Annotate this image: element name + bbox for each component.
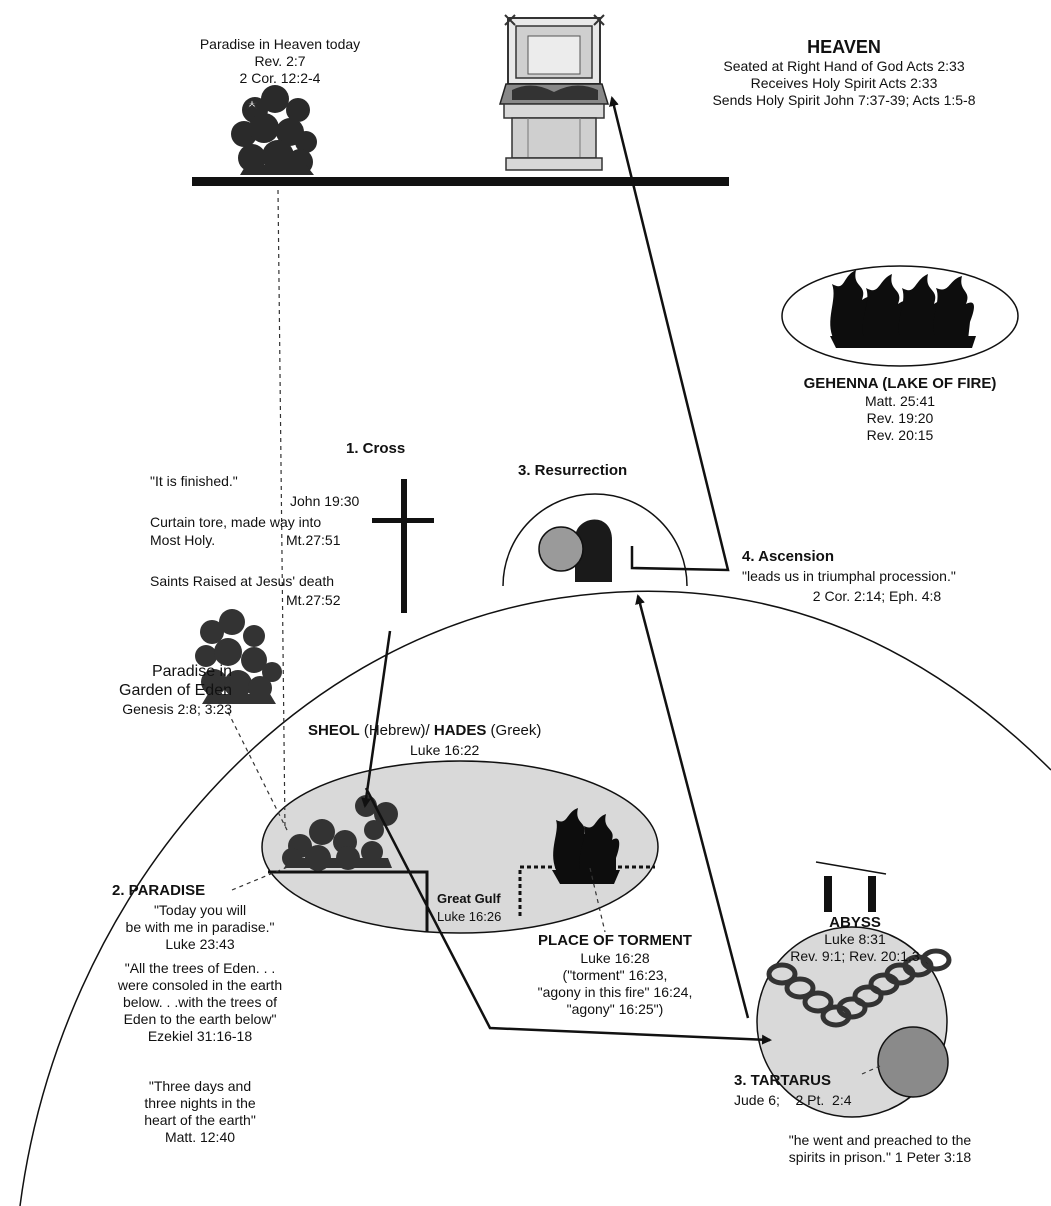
heaven-title: HEAVEN	[648, 36, 1040, 58]
cross-curtain-1: Curtain tore, made way into	[150, 514, 321, 531]
heaven-paradise-line-1: Paradise in Heaven today	[160, 36, 400, 53]
sheol-greek: (Greek)	[486, 722, 541, 739]
gehenna-title: GEHENNA (LAKE OF FIRE)	[770, 375, 1030, 393]
abyss-line-2: Rev. 9:1; Rev. 20:1,3	[762, 948, 948, 965]
abyss-post-right	[868, 876, 876, 912]
gehenna-caption: GEHENNA (LAKE OF FIRE) Matt. 25:41 Rev. …	[770, 375, 1030, 444]
ascension-refs: 2 Cor. 2:14; Eph. 4:8	[742, 588, 1012, 605]
torment-title: PLACE OF TORMENT	[500, 932, 730, 950]
prison-line-2: spirits in prison." 1 Peter 3:18	[740, 1149, 1020, 1166]
prison-quote: "he went and preached to the spirits in …	[740, 1132, 1020, 1166]
three-days-2: three nights in the	[100, 1095, 300, 1112]
abyss-caption: ABYSS Luke 8:31 Rev. 9:1; Rev. 20:1,3	[762, 914, 948, 965]
gehenna-line-3: Rev. 20:15	[770, 427, 1030, 444]
gulf-ref: Luke 16:26	[437, 908, 501, 925]
heaven-paradise-line-3: 2 Cor. 12:2-4	[160, 70, 400, 87]
eden-quote-3: below. . .with the trees of	[100, 994, 300, 1011]
sheol-title: SHEOL (Hebrew)/ HADES (Greek)	[308, 722, 541, 739]
paradise-quote: "Today you will be with me in paradise."…	[100, 902, 300, 953]
heaven-paradise-dotted-line	[278, 190, 285, 830]
heaven-paradise-bush-icon	[231, 85, 317, 175]
heaven-line-2: Receives Holy Spirit Acts 2:33	[648, 75, 1040, 92]
paradise-quote-2: be with me in paradise."	[100, 919, 300, 936]
eden-quote-1: "All the trees of Eden. . .	[100, 960, 300, 977]
heaven-ground-line	[192, 177, 729, 186]
heaven-line-1: Seated at Right Hand of God Acts 2:33	[648, 58, 1040, 75]
three-days-4: Matt. 12:40	[100, 1129, 300, 1146]
sheol-ref: Luke 16:22	[410, 742, 479, 759]
cross-curtain-ref: Mt.27:51	[286, 532, 340, 549]
heaven-block: HEAVEN Seated at Right Hand of God Acts …	[648, 36, 1040, 109]
eden-quote: "All the trees of Eden. . . were console…	[100, 960, 300, 1045]
path-ascension	[612, 98, 728, 570]
cross-post	[401, 479, 407, 613]
abyss-post-left	[824, 876, 832, 912]
eden-quote-2: were consoled in the earth	[100, 977, 300, 994]
cross-title: 1. Cross	[346, 440, 405, 458]
three-days-3: heart of the earth"	[100, 1112, 300, 1129]
cross-finished: "It is finished."	[150, 473, 238, 490]
eden-quote-4: Eden to the earth below"	[100, 1011, 300, 1028]
ascension-block: 4. Ascension	[742, 548, 992, 566]
heaven-paradise-caption: Paradise in Heaven today Rev. 2:7 2 Cor.…	[160, 36, 400, 87]
heaven-line-3: Sends Holy Spirit John 7:37-39; Acts 1:5…	[648, 92, 1040, 109]
heaven-paradise-line-2: Rev. 2:7	[160, 53, 400, 70]
torment-caption: PLACE OF TORMENT Luke 16:28 ("torment" 1…	[500, 932, 730, 1018]
cross-saints-ref: Mt.27:52	[286, 592, 340, 609]
gulf-title: Great Gulf	[437, 890, 501, 907]
paradise-title: 2. PARADISE	[112, 882, 205, 900]
resurrection-title: 3. Resurrection	[518, 462, 627, 480]
tomb-stone	[539, 527, 583, 571]
torment-line-3: "agony in this fire" 16:24,	[500, 984, 730, 1001]
throne-icon	[500, 15, 608, 170]
eden-line-3: Genesis 2:8; 3:23	[60, 700, 232, 719]
gehenna-line-2: Rev. 19:20	[770, 410, 1030, 427]
eden-dotted-line	[228, 712, 288, 832]
gehenna-line-1: Matt. 25:41	[770, 393, 1030, 410]
paradise-quote-1: "Today you will	[100, 902, 300, 919]
torment-line-2: ("torment" 16:23,	[500, 967, 730, 984]
paradise-quote-3: Luke 23:43	[100, 936, 300, 953]
eden-line-1: Paradise in	[60, 662, 232, 681]
ascension-quote: "leads us in triumphal procession."	[742, 568, 956, 585]
sheol-word: SHEOL	[308, 722, 360, 739]
eden-quote-5: Ezekiel 31:16-18	[100, 1028, 300, 1045]
abyss-line-1: Luke 8:31	[762, 931, 948, 948]
hades-word: HADES	[434, 722, 487, 739]
three-days-1: "Three days and	[100, 1078, 300, 1095]
cross-finished-ref: John 19:30	[290, 493, 359, 510]
prison-line-1: "he went and preached to the	[740, 1132, 1020, 1149]
tartarus-stone	[878, 1027, 948, 1097]
tartarus-title: 3. TARTARUS	[734, 1072, 831, 1090]
ascension-title: 4. Ascension	[742, 548, 992, 566]
tartarus-ref: Jude 6; 2 Pt. 2:4	[734, 1092, 852, 1109]
eden-caption: Paradise in Garden of Eden Genesis 2:8; …	[60, 662, 232, 719]
torment-line-4: "agony" 16:25")	[500, 1001, 730, 1018]
eden-line-2: Garden of Eden	[60, 681, 232, 700]
abyss-title: ABYSS	[762, 914, 948, 931]
sheol-hebrew: (Hebrew)/	[360, 722, 434, 739]
abyss-lid	[816, 862, 886, 874]
torment-line-1: Luke 16:28	[500, 950, 730, 967]
cross-beam	[372, 518, 434, 523]
cross-saints: Saints Raised at Jesus' death	[150, 573, 334, 590]
three-days-quote: "Three days and three nights in the hear…	[100, 1078, 300, 1146]
cross-curtain-2: Most Holy.	[150, 532, 215, 549]
